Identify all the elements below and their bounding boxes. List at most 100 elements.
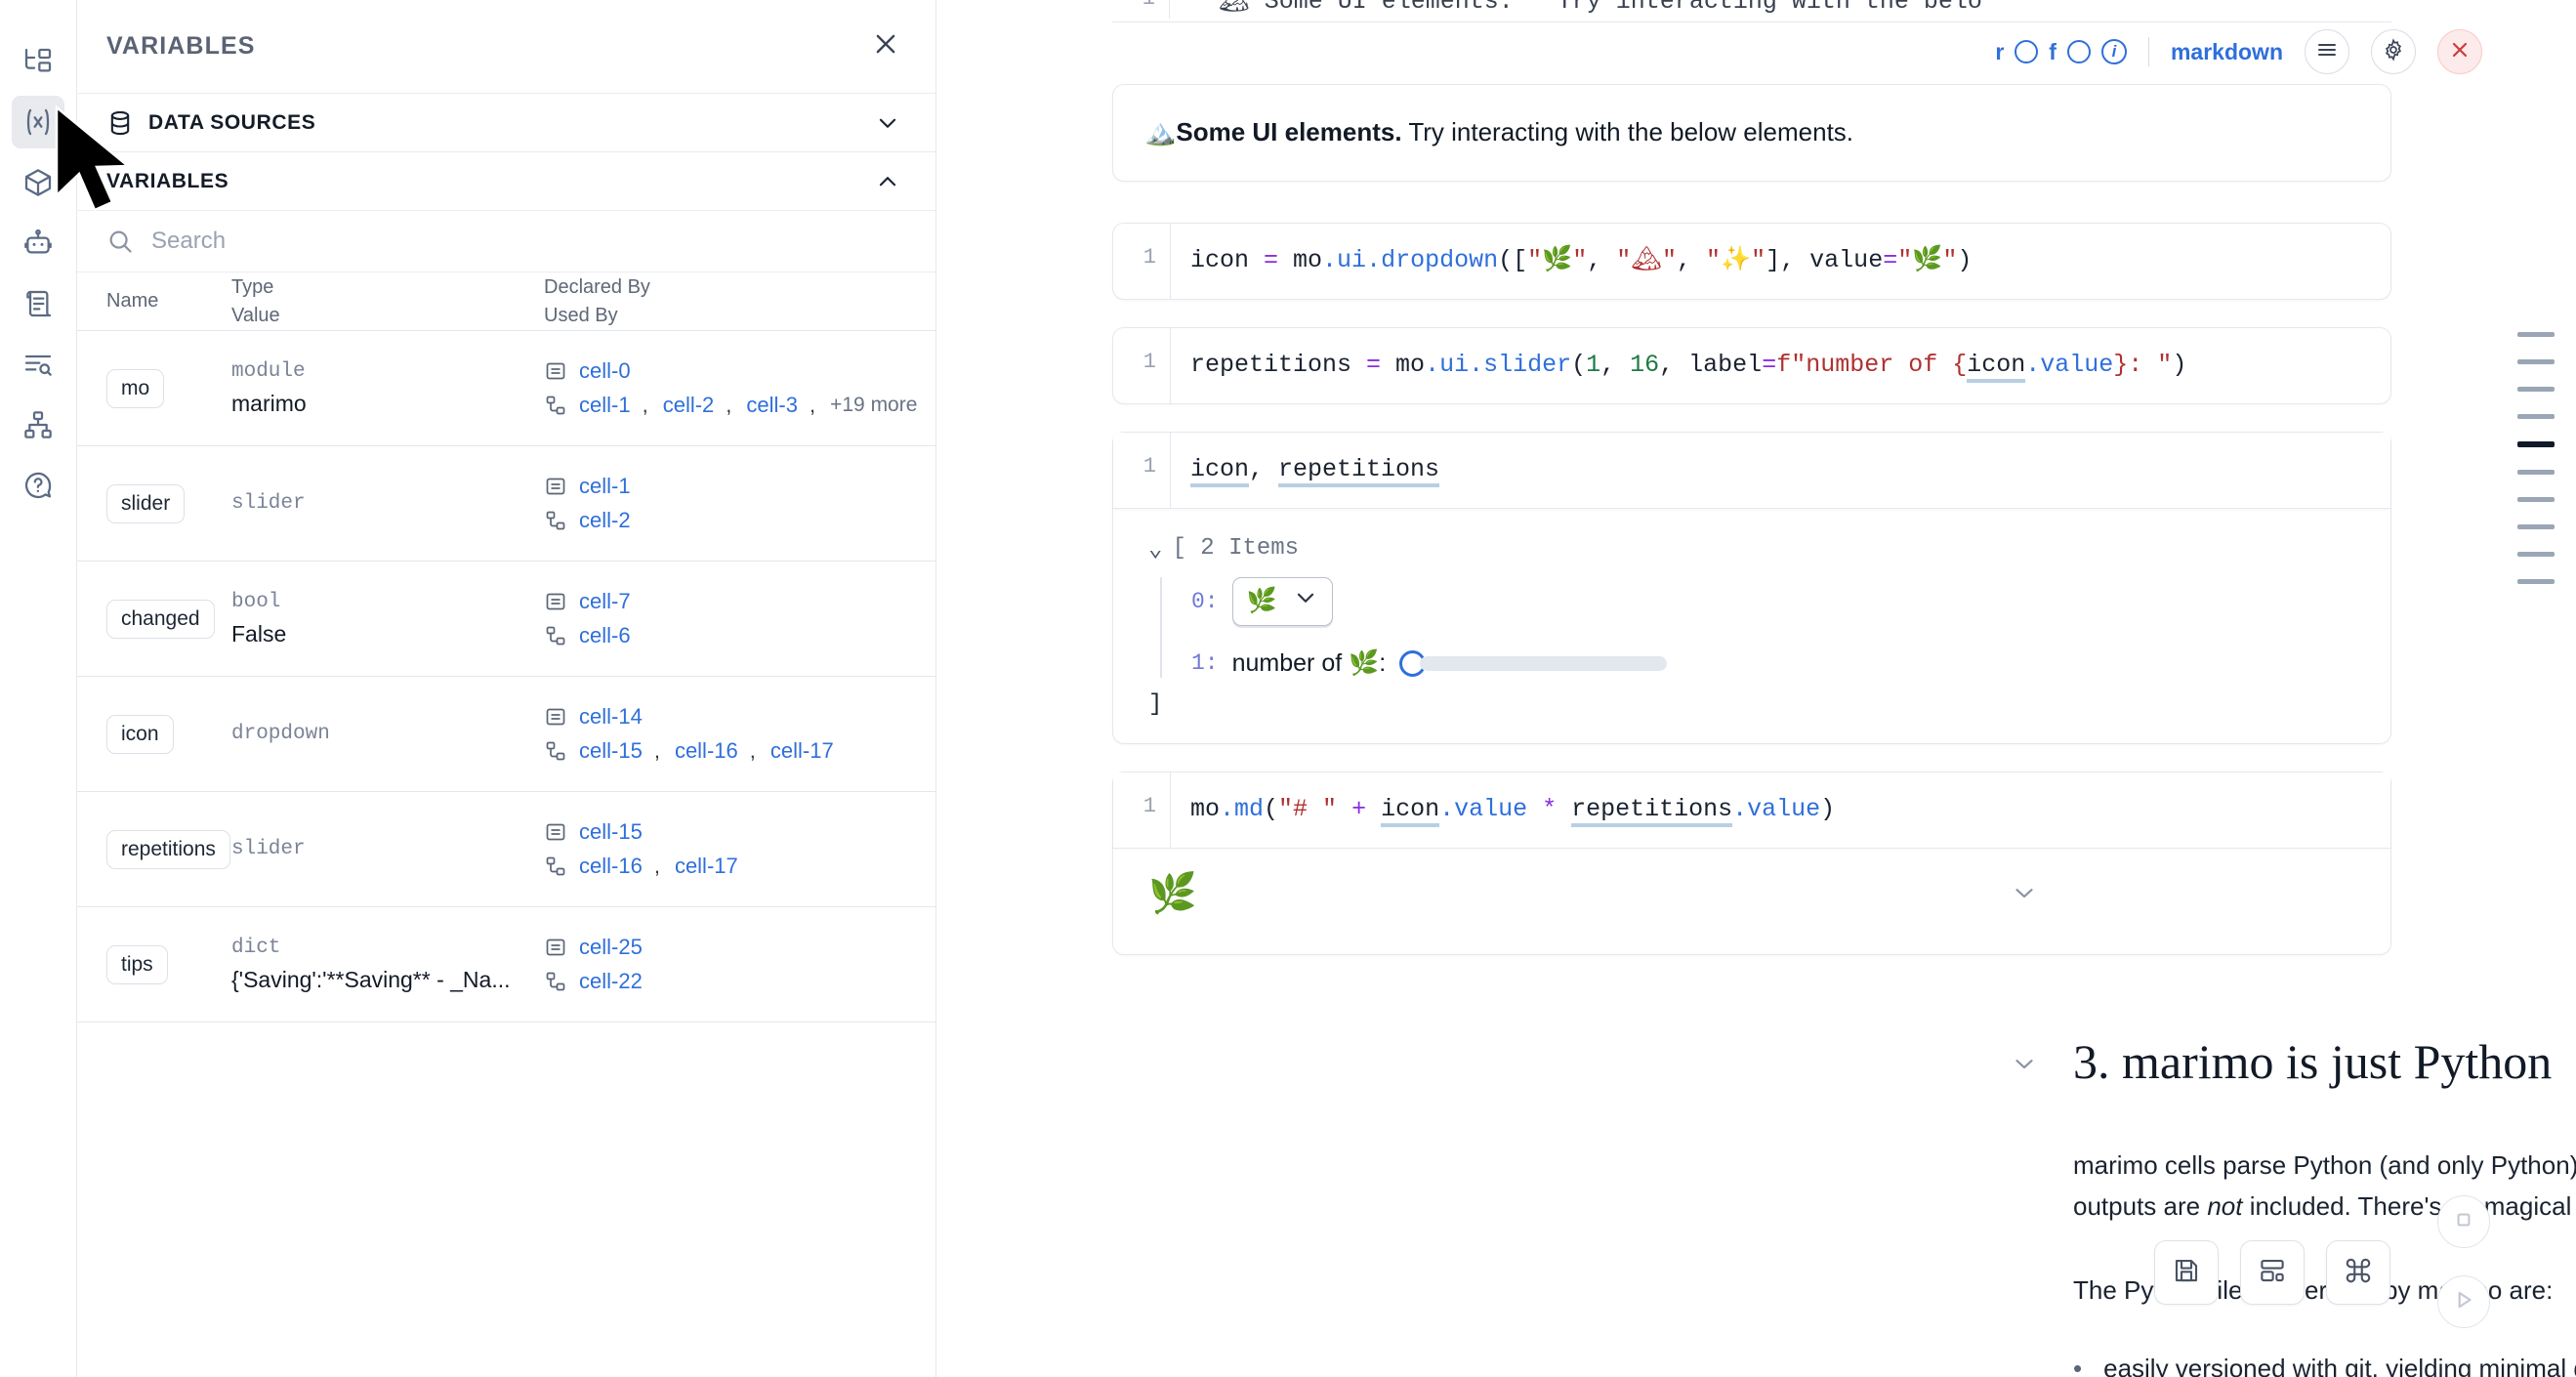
more-cells-label[interactable]: +19 more [830, 394, 918, 416]
code-editor[interactable]: mo.md("# " + icon.value * repetitions.va… [1170, 772, 2390, 848]
run-button[interactable] [2437, 1275, 2490, 1328]
variable-type-value-cell: slider [231, 488, 544, 520]
database-icon [106, 109, 134, 137]
sidebar-item-packages[interactable] [12, 156, 64, 209]
variable-name-chip[interactable]: tips [106, 944, 168, 984]
close-panel-button[interactable] [871, 29, 900, 63]
slider-track[interactable] [1420, 655, 1668, 671]
search-input[interactable] [151, 228, 906, 255]
minimap-marker[interactable] [2517, 524, 2555, 529]
code-editor[interactable]: icon, repetitions [1170, 433, 2390, 508]
chevron-down-icon [1293, 585, 1318, 618]
stop-square-icon [2451, 1207, 2476, 1237]
chevron-up-icon[interactable] [875, 169, 900, 194]
chevron-down-icon[interactable]: ⌄ [1148, 536, 1163, 563]
sidebar-item-file-explorer[interactable] [12, 35, 64, 88]
cell-delete-button[interactable] [2437, 29, 2482, 74]
cell-link[interactable]: cell-1 [579, 393, 631, 417]
collapse-section-chevron[interactable] [2011, 1050, 2038, 1082]
code-cell-dropdown[interactable]: 1 icon = mo.ui.dropdown(["🌿", "🏔", "✨"],… [1112, 223, 2391, 300]
collapse-cell-chevron[interactable] [2011, 879, 2038, 911]
code-token: , [1600, 351, 1631, 379]
minimap-marker[interactable] [2517, 387, 2555, 392]
minimap-marker[interactable] [2517, 470, 2555, 475]
separator: , [642, 393, 648, 417]
section-variables[interactable]: VARIABLES [77, 152, 935, 211]
cell-link[interactable]: cell-1 [579, 474, 631, 498]
minimap-marker[interactable] [2517, 497, 2555, 502]
variable-name-chip[interactable]: repetitions [106, 829, 230, 869]
close-icon [871, 29, 900, 63]
clipped-code-line: 1 ""🏔 Some UI elements.** Try interactin… [1112, 0, 2391, 19]
cell-link[interactable]: cell-16 [579, 854, 643, 878]
cell-link[interactable]: cell-16 [674, 738, 738, 763]
sidebar-item-dependency-graph[interactable] [12, 398, 64, 451]
minimap-marker[interactable] [2517, 332, 2555, 337]
cell-link[interactable]: cell-0 [579, 358, 631, 383]
scroll-logs-icon [22, 288, 54, 319]
cell-reference-line: cell-2 [544, 508, 928, 533]
minimap[interactable] [2517, 332, 2555, 584]
cell-link[interactable]: cell-6 [579, 623, 631, 647]
minimap-marker[interactable] [2517, 414, 2555, 419]
cell-link[interactable]: cell-2 [662, 393, 715, 417]
sidebar-item-help[interactable] [12, 459, 64, 512]
section-heading: 3. marimo is just Python [2073, 1034, 2553, 1089]
outline-search-icon [22, 349, 54, 380]
code-token: , label [1659, 351, 1763, 379]
cell-link[interactable]: cell-14 [579, 704, 643, 729]
cell-link[interactable]: cell-15 [579, 819, 643, 844]
sidebar-item-variables[interactable] [12, 96, 64, 148]
cell-reference-line: cell-16,cell-17 [544, 854, 928, 879]
sidebar-item-logs[interactable] [12, 277, 64, 330]
cell-link[interactable]: cell-15 [579, 738, 643, 763]
minimap-marker[interactable] [2517, 359, 2555, 364]
flag-f-toggle[interactable] [2066, 40, 2091, 63]
cell-link[interactable]: cell-22 [579, 969, 643, 993]
minimap-marker[interactable] [2517, 579, 2555, 584]
code-editor[interactable]: icon = mo.ui.dropdown(["🌿", "🏔", "✨"], v… [1170, 224, 2390, 299]
cell-link[interactable]: cell-2 [579, 508, 631, 532]
stop-button[interactable] [2437, 1195, 2490, 1248]
cell-link[interactable]: cell-25 [579, 935, 643, 959]
variable-type: slider [231, 837, 306, 860]
md-code-output-cell: 1 mo.md("# " + icon.value * repetitions.… [1112, 772, 2391, 955]
chevron-down-icon[interactable] [875, 110, 900, 136]
tree-header[interactable]: ⌄ [ 2 Items [1148, 534, 2355, 563]
declared-by-icon [544, 705, 567, 729]
code-token: mo [1278, 246, 1323, 274]
cell-link[interactable]: cell-7 [579, 589, 631, 613]
variable-name-chip[interactable]: changed [106, 599, 215, 639]
cell-menu-button[interactable] [2305, 29, 2349, 74]
cell-language-label[interactable]: markdown [2170, 38, 2283, 64]
variable-name-chip[interactable]: slider [106, 483, 186, 523]
variable-name-chip[interactable]: mo [106, 368, 165, 408]
command-palette-button[interactable] [2326, 1240, 2390, 1305]
info-icon[interactable]: i [2100, 39, 2127, 64]
variable-name-cell: mo [106, 368, 231, 408]
dropdown-widget[interactable]: 🌿 [1231, 576, 1333, 626]
code-token: "🏔" [1616, 246, 1678, 274]
notebook-area: 1 ""🏔 Some UI elements.** Try interactin… [936, 0, 2576, 1377]
sidebar-item-ai-assistant[interactable] [12, 217, 64, 270]
cell-reference-line: cell-0 [544, 358, 928, 384]
cell-link[interactable]: cell-3 [746, 393, 798, 417]
variable-name-chip[interactable]: icon [106, 714, 174, 754]
code-token: .value [2025, 351, 2114, 379]
section-data-sources[interactable]: DATA SOURCES [77, 94, 935, 152]
cell-link[interactable]: cell-17 [674, 854, 738, 878]
save-button[interactable] [2154, 1240, 2219, 1305]
code-cell-slider[interactable]: 1 repetitions = mo.ui.slider(1, 16, labe… [1112, 327, 2391, 404]
minimap-marker[interactable] [2517, 552, 2555, 557]
flag-r-toggle[interactable] [2015, 40, 2039, 63]
slider-widget[interactable] [1399, 649, 1668, 677]
sidebar-item-outline[interactable] [12, 338, 64, 391]
cell-settings-button[interactable] [2371, 29, 2416, 74]
layout-icon [2258, 1256, 2287, 1290]
code-token: = [1366, 351, 1382, 379]
minimap-marker[interactable] [2517, 441, 2555, 447]
code-token: = [1264, 246, 1279, 274]
cell-link[interactable]: cell-17 [769, 738, 834, 763]
layout-button[interactable] [2240, 1240, 2305, 1305]
code-editor[interactable]: repetitions = mo.ui.slider(1, 16, label=… [1170, 328, 2390, 403]
